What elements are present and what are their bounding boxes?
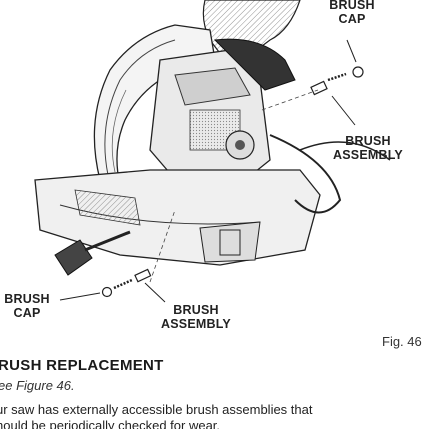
callout-line: BRUSH xyxy=(2,292,52,306)
brush-cap-part-top xyxy=(347,40,363,77)
figure-label: Fig. 46 xyxy=(382,334,422,349)
callout-line: CAP xyxy=(326,12,378,26)
paragraph-line: hould be periodically checked for wear. xyxy=(0,418,436,429)
callout-line: BRUSH xyxy=(156,303,236,317)
callout-bottom-brush-assembly: BRUSH ASSEMBLY xyxy=(156,303,236,331)
callout-right-brush-assembly: BRUSH ASSEMBLY xyxy=(328,134,408,162)
section-heading: RUSH REPLACEMENT xyxy=(0,357,164,374)
callout-top-brush-cap: BRUSH CAP xyxy=(326,0,378,26)
callout-line: BRUSH xyxy=(326,0,378,12)
brush-assembly-part-right xyxy=(311,74,355,125)
section-paragraph: ur saw has externally accessible brush a… xyxy=(0,402,436,429)
callout-left-brush-cap: BRUSH CAP xyxy=(2,292,52,320)
miter-saw-illustration xyxy=(0,0,438,345)
callout-line: ASSEMBLY xyxy=(328,148,408,162)
callout-line: BRUSH xyxy=(328,134,408,148)
figure-reference: ee Figure 46. xyxy=(0,378,75,393)
paragraph-line: ur saw has externally accessible brush a… xyxy=(0,402,436,418)
callout-line: CAP xyxy=(2,306,52,320)
callout-line: ASSEMBLY xyxy=(156,317,236,331)
brush-cap-part-bottom xyxy=(60,288,112,301)
